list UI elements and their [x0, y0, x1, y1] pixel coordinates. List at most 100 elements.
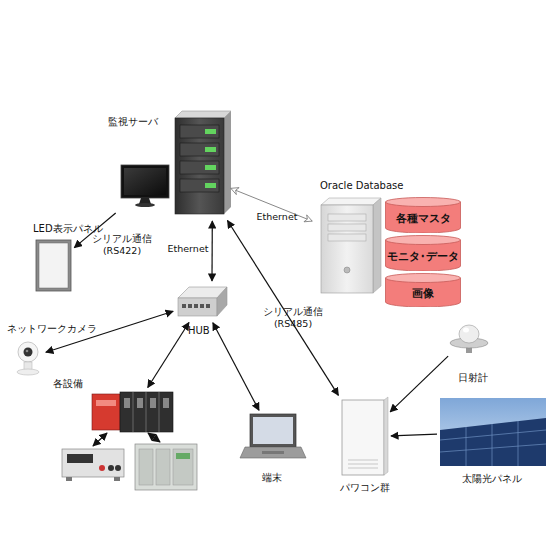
server-icon: [180, 125, 219, 138]
instrument-icon: [66, 477, 72, 481]
plc-icon: [146, 392, 147, 432]
laptop-icon: [240, 447, 306, 458]
monitor-icon: [124, 168, 166, 195]
laptop-icon: [262, 451, 284, 454]
power-conditioner-icon: [342, 397, 388, 475]
laptop-icon: [250, 414, 296, 447]
server-icon: [205, 165, 216, 170]
database-server-icon: [344, 267, 350, 273]
device-label: 各設備: [53, 378, 83, 390]
storage-label: 画像: [385, 282, 461, 305]
solar-panel-icon: [440, 398, 546, 466]
cylinder-top: [386, 236, 461, 245]
controller-icon: [135, 444, 197, 490]
connector-label: Ethernet: [166, 243, 210, 255]
connector-arrow: [213, 323, 259, 411]
hub-icon: [182, 304, 186, 308]
device-label: 端末: [262, 472, 282, 484]
server-node: 監視サーバ: [118, 112, 228, 218]
instrument-icon: [108, 465, 114, 471]
connector-label: シリアル通信 (RS422): [88, 233, 156, 257]
server-icon: [205, 147, 216, 152]
server-icon: [175, 111, 231, 118]
hub-icon: [217, 287, 227, 316]
connector-arrow: [211, 221, 213, 281]
plc-icon: [120, 392, 173, 432]
plc-icon: [163, 398, 169, 408]
server-icon: [180, 143, 219, 156]
monitor-icon: [135, 203, 155, 207]
camera-icon: [26, 350, 29, 353]
database-server-icon: [321, 198, 381, 205]
hub-icon: [200, 304, 204, 308]
solar-panel-icon: [440, 418, 546, 466]
database-cylinder: モニタ･データ: [385, 235, 461, 271]
solar-panel-icon: [518, 421, 519, 466]
device-label: パワコン群: [340, 482, 390, 494]
database-server-icon: [328, 224, 366, 231]
database-server-icon: [328, 214, 366, 221]
plc-icon: [124, 398, 130, 408]
solar-panel-node: 太陽光パネル: [440, 398, 546, 466]
controller-icon: [173, 449, 193, 485]
hub-icon: [194, 304, 198, 308]
pyranometer-icon: [450, 325, 488, 353]
server-icon: [175, 111, 231, 214]
server-icon: [175, 118, 224, 214]
power-conditioner-node: パワコン群: [340, 397, 388, 477]
plc-icon: [96, 400, 116, 406]
hub-node: HUB: [176, 284, 228, 320]
database-server-icon: [328, 234, 366, 241]
camera-node: ネットワークカメラ: [13, 340, 43, 376]
device-label: 太陽光パネル: [462, 473, 522, 485]
database-server-icon: [321, 205, 373, 293]
controller-icon: [139, 449, 153, 485]
power-conditioner-icon: [348, 460, 378, 461]
equipment-node: 各設備: [90, 390, 175, 433]
instrument-icon: [67, 454, 93, 463]
controller-icon: [135, 444, 197, 490]
cylinder-top: [386, 274, 461, 283]
plc-icon: [137, 398, 143, 408]
plc-icon: [92, 394, 120, 430]
led-panel-icon: [39, 243, 68, 288]
device-label: 日射計: [458, 372, 488, 384]
device-link: [93, 433, 107, 446]
hub-icon: [206, 304, 210, 308]
instrument-icon: [114, 477, 120, 481]
device-label: ネットワークカメラ: [7, 323, 97, 335]
connector-arrow: [391, 434, 437, 436]
instrument-icon: [62, 449, 124, 481]
hub-icon: [178, 298, 217, 316]
instrument-icon: [115, 465, 121, 471]
camera-icon: [24, 348, 33, 357]
solar-panel-icon: [440, 398, 546, 466]
power-conditioner-icon: [342, 400, 384, 475]
laptop-icon: [253, 417, 293, 444]
monitor-icon: [121, 165, 169, 198]
laptop-icon: [240, 414, 306, 458]
pyranometer-icon: [463, 328, 469, 333]
controller-icon: [156, 449, 170, 485]
instrument-icon: [99, 465, 105, 471]
camera-icon: [18, 342, 38, 362]
device-link: [148, 433, 160, 442]
device-label: 監視サーバ: [108, 116, 158, 128]
device-link: [93, 433, 160, 446]
plc-icon: [92, 392, 173, 432]
plc-icon: [150, 398, 156, 408]
plc-icon: [159, 392, 160, 432]
controller-icon: [176, 453, 190, 459]
led-panel-icon: [36, 240, 71, 291]
connector-arrow: [390, 356, 448, 412]
database-cylinder: 画像: [385, 273, 461, 307]
server-icon: [180, 179, 219, 192]
cylinder-top: [386, 198, 461, 207]
camera-icon: [17, 369, 39, 375]
solar-panel-icon: [492, 424, 493, 466]
power-conditioner-icon: [348, 464, 378, 465]
terminal-node: 端末: [245, 413, 301, 461]
power-conditioner-icon: [348, 468, 378, 469]
database-server-icon: [373, 198, 381, 293]
